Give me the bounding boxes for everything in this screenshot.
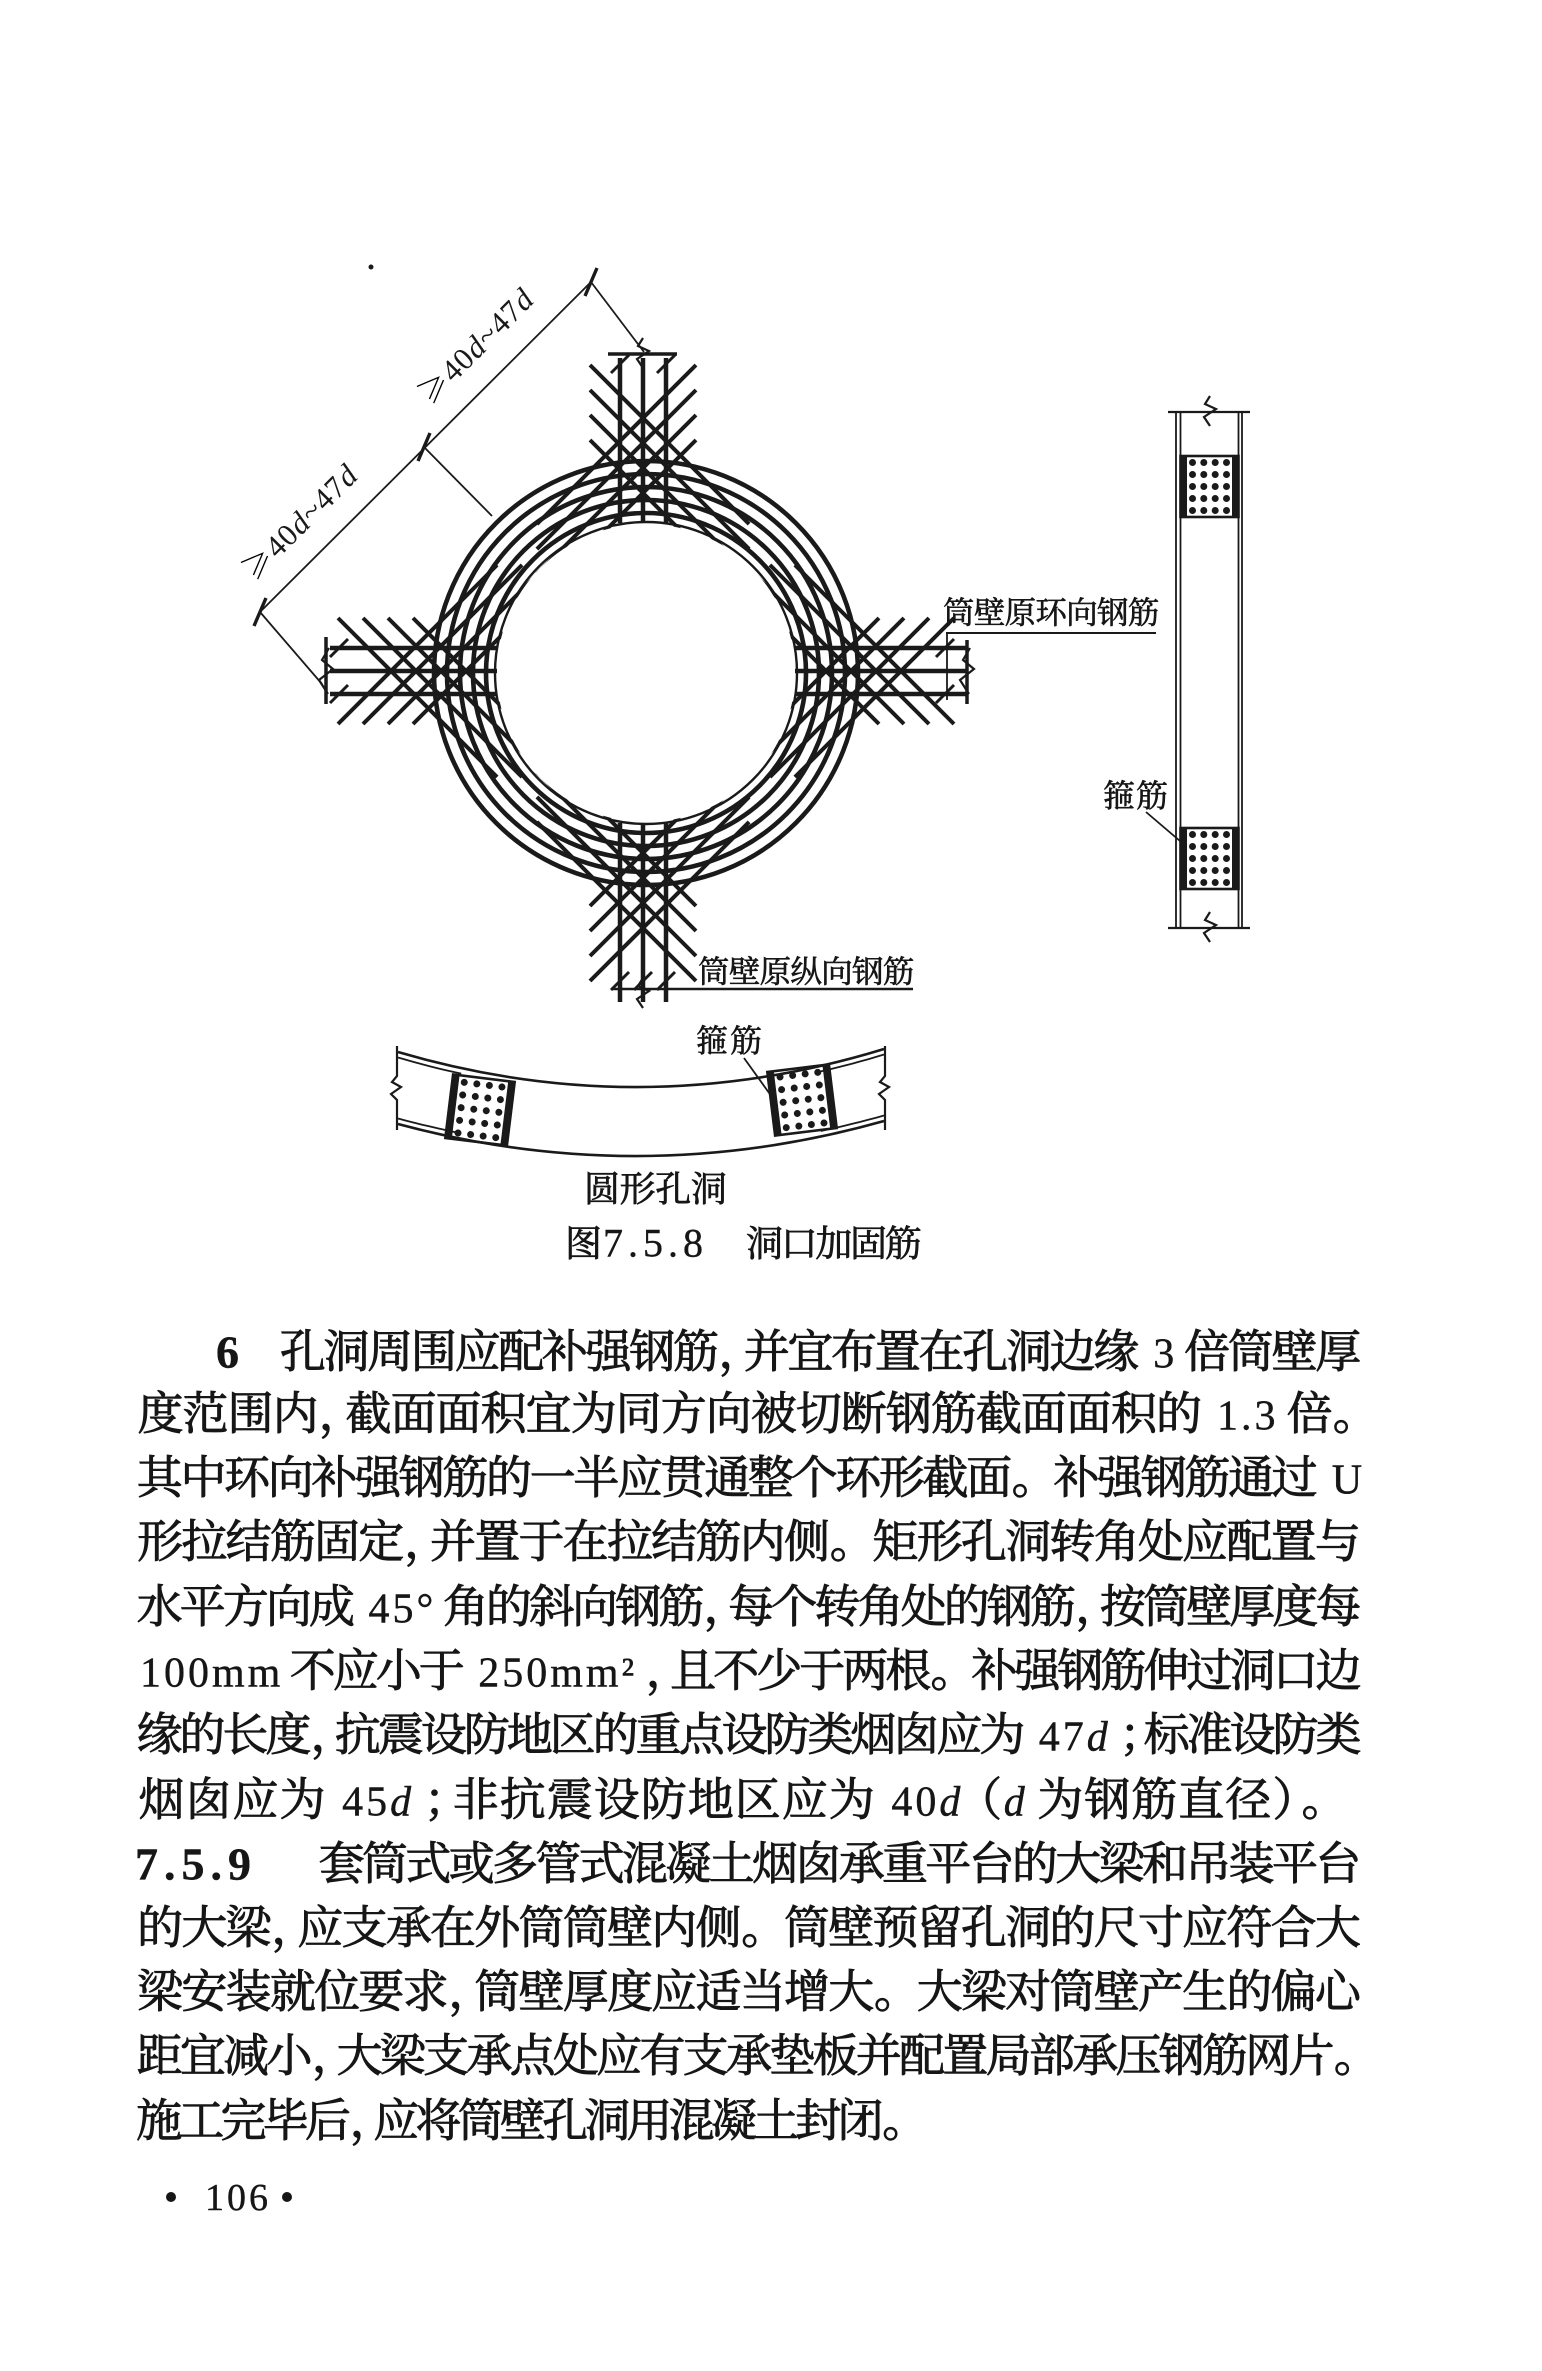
svg-text:47d: 47d bbox=[1039, 1715, 1111, 1761]
svg-text:40d: 40d bbox=[891, 1780, 963, 1826]
svg-text:250mm²: 250mm² bbox=[478, 1651, 637, 1697]
svg-text:100mm: 100mm bbox=[140, 1651, 283, 1697]
svg-text:45d: 45d bbox=[342, 1780, 414, 1826]
svg-text:1.3: 1.3 bbox=[1217, 1394, 1279, 1440]
svg-text:7.5.8: 7.5.8 bbox=[603, 1220, 708, 1265]
svg-text:U: U bbox=[1332, 1458, 1365, 1504]
svg-text:106: 106 bbox=[205, 2177, 271, 2219]
svg-text:6: 6 bbox=[216, 1327, 239, 1378]
svg-text:7.5.9: 7.5.9 bbox=[135, 1839, 257, 1890]
svg-text:45°: 45° bbox=[369, 1587, 437, 1633]
svg-text:3: 3 bbox=[1153, 1332, 1177, 1378]
svg-text:d: d bbox=[1004, 1780, 1028, 1826]
